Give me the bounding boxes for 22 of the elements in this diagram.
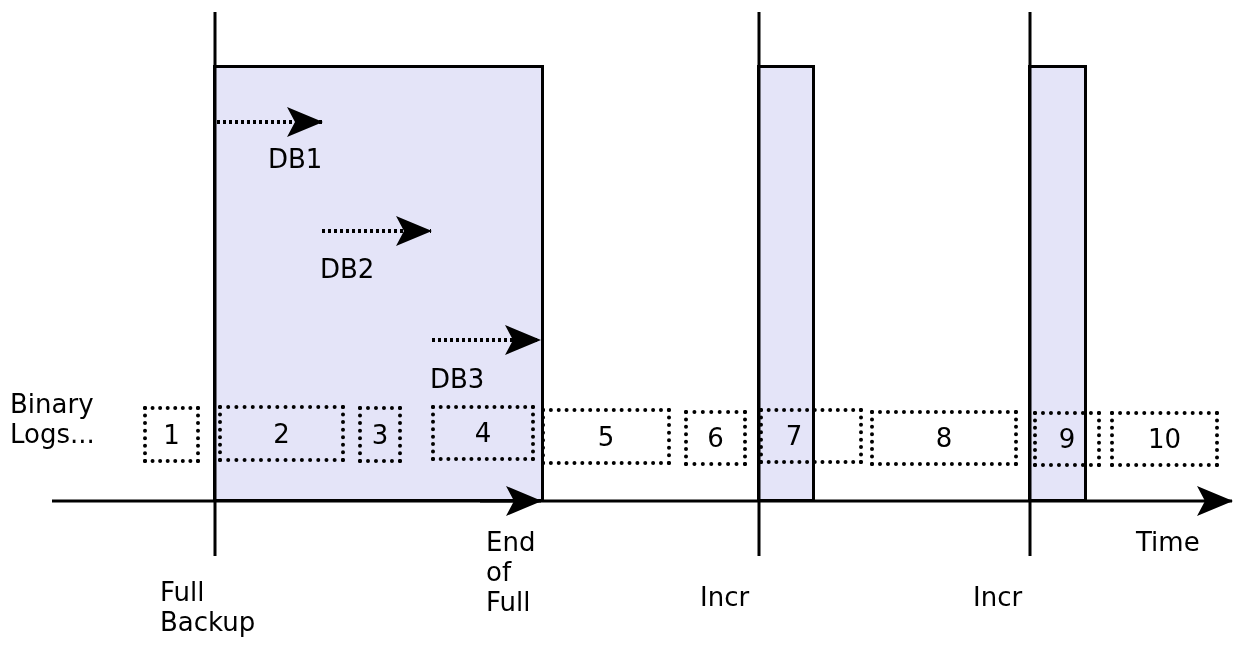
event-label: Incr <box>700 583 751 613</box>
log-box: 8 <box>870 410 1018 466</box>
stream-label: DB2 <box>320 255 376 285</box>
log-box: 1 <box>143 406 200 463</box>
backup-bar <box>213 65 544 502</box>
log-box: 4 <box>431 405 535 461</box>
event-label: End of Full <box>486 528 537 618</box>
log-box: 3 <box>358 406 402 463</box>
backup-bar <box>1028 65 1087 502</box>
log-box: 10 <box>1110 411 1219 467</box>
log-box: 2 <box>218 405 345 462</box>
event-label: Full Backup <box>160 578 257 638</box>
log-box: 9 <box>1033 411 1101 467</box>
log-box: 6 <box>684 410 747 466</box>
backup-bar <box>757 65 815 502</box>
stream-label: DB3 <box>430 365 486 395</box>
log-box: 7 <box>759 408 863 464</box>
event-label: Incr <box>973 583 1024 613</box>
log-box: 5 <box>541 408 671 465</box>
row-label: Binary Logs... <box>10 390 96 450</box>
stream-label: DB1 <box>268 145 324 175</box>
axis-label: Time <box>1136 528 1201 558</box>
